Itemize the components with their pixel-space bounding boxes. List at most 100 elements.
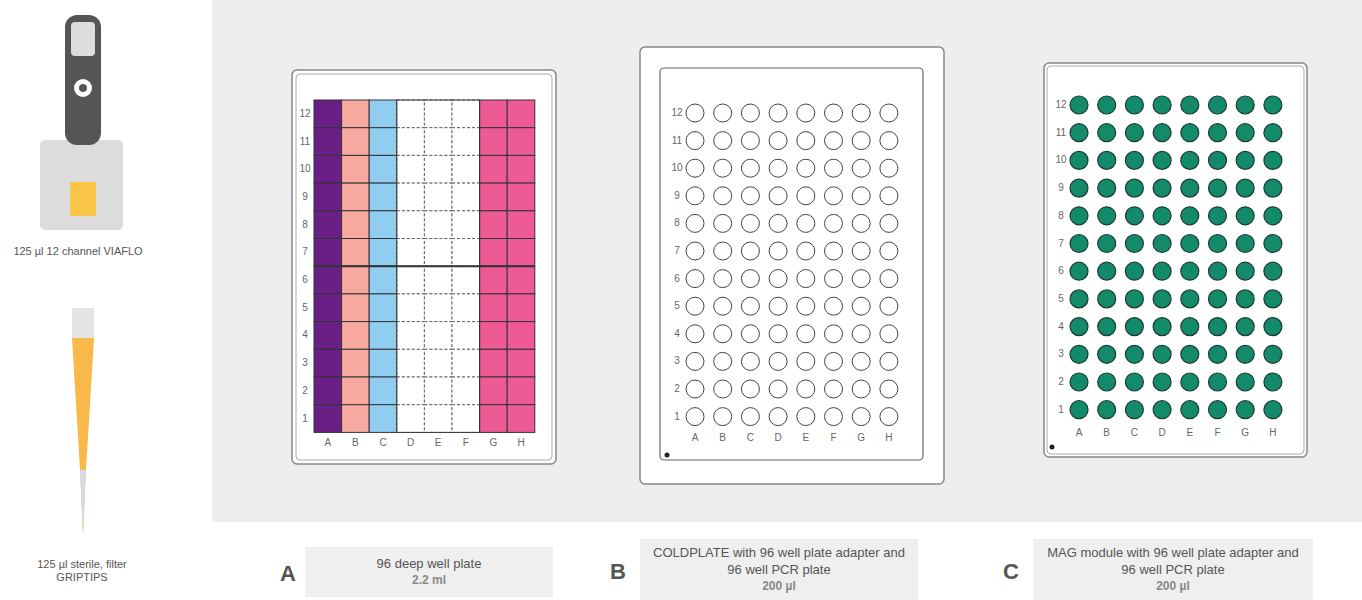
row-number: 9 [302,191,308,203]
well-circle [1264,373,1282,391]
column-letter: G [857,432,865,444]
well-circle [1070,290,1088,308]
well-circle [852,159,870,177]
well-cell [314,377,342,405]
well-circle [852,380,870,398]
well-cell [507,239,535,267]
well-circle [714,187,732,205]
well-circle [1153,401,1171,419]
well-cell [369,266,397,294]
well-cell [369,155,397,183]
column-letter: D [407,437,414,449]
well-cell [424,155,452,183]
well-circle [769,187,787,205]
well-circle [852,214,870,232]
well-circle [1264,124,1282,142]
row-number: 5 [302,302,308,314]
well-circle [797,270,815,288]
well-circle [852,325,870,343]
row-number: 5 [674,300,680,312]
well-circle [825,159,843,177]
well-cell [507,377,535,405]
well-circle [1209,124,1227,142]
well-cell [314,100,342,128]
well-circle [1153,96,1171,114]
column-letter: F [830,432,836,444]
well-cell [424,211,452,239]
well-circle [1209,207,1227,225]
row-number: 7 [1058,238,1064,250]
row-number: 8 [674,217,680,229]
well-circle [880,380,898,398]
well-circle [825,270,843,288]
well-circle [825,408,843,426]
well-circle [1153,373,1171,391]
well-circle [797,297,815,315]
well-circle [714,159,732,177]
well-circle [1236,96,1254,114]
row-number: 2 [1058,376,1064,388]
well-cell [369,322,397,350]
well-circle [686,408,704,426]
well-cell [369,100,397,128]
labware-name: MAG module with 96 well plate adapter an… [1041,544,1305,578]
well-cell [480,183,508,211]
column-letter: D [774,432,781,444]
well-circle [1209,262,1227,280]
well-circle [769,270,787,288]
well-circle [1181,373,1199,391]
well-circle [1181,179,1199,197]
well-circle [797,380,815,398]
well-cell [397,266,425,294]
well-cell [369,294,397,322]
well-circle [825,380,843,398]
well-circle [1264,318,1282,336]
row-number: 3 [674,355,680,367]
well-cell [452,239,480,267]
column-letter: E [435,437,442,449]
well-circle [1236,235,1254,253]
well-circle [1236,318,1254,336]
position-letter: B [610,559,626,585]
well-circle [1181,290,1199,308]
well-circle [1098,401,1116,419]
well-circle [797,242,815,260]
well-cell [342,405,370,433]
well-circle [741,380,759,398]
well-cell [369,211,397,239]
well-circle [1070,124,1088,142]
column-letter: A [324,437,331,449]
well-cell [424,239,452,267]
well-circle [1125,262,1143,280]
well-circle [769,159,787,177]
well-cell [342,377,370,405]
well-circle [769,408,787,426]
well-cell [342,349,370,377]
well-circle [769,104,787,122]
well-cell [314,349,342,377]
well-cell [314,211,342,239]
well-cell [507,211,535,239]
well-circle [1236,262,1254,280]
column-letter: H [885,432,892,444]
column-letter: F [463,437,469,449]
well-circle [1125,124,1143,142]
well-cell [452,349,480,377]
well-cell [480,155,508,183]
well-cell [342,322,370,350]
well-cell [452,211,480,239]
labware-name: COLDPLATE with 96 well plate adapter and… [648,544,910,578]
row-number: 6 [1058,265,1064,277]
well-cell [480,128,508,156]
well-circle [1098,151,1116,169]
well-circle [1125,373,1143,391]
well-circle [1125,401,1143,419]
well-cell [314,405,342,433]
well-circle [880,297,898,315]
well-circle [686,187,704,205]
well-circle [852,104,870,122]
well-cell [507,322,535,350]
well-circle [852,408,870,426]
column-letter: C [1131,427,1138,439]
